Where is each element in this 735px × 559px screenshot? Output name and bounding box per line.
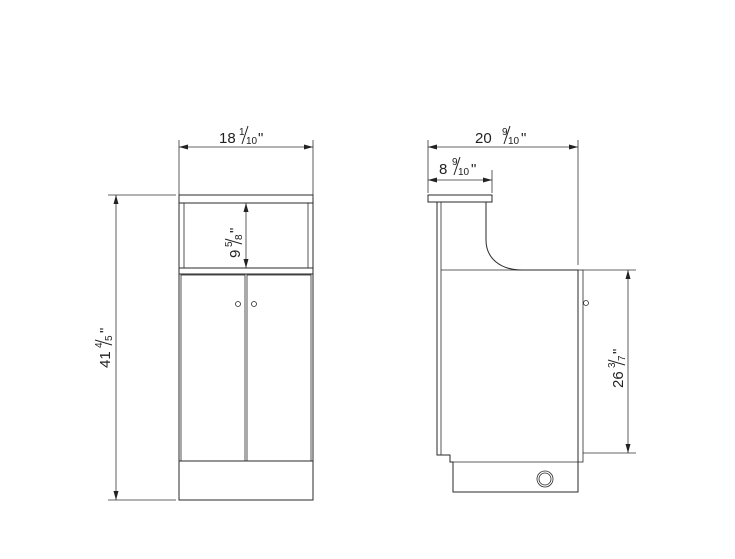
shelf-height-whole: 9 — [227, 250, 244, 258]
side-door-knob — [583, 300, 589, 306]
front-width-num: 1 — [239, 127, 245, 138]
front-top-slab — [178, 194, 314, 204]
total-height-unit: " — [97, 328, 114, 333]
top-depth-unit: " — [471, 161, 476, 178]
counter-height-unit: " — [610, 349, 627, 354]
shelf-height-num: 5 — [224, 241, 235, 247]
shelf-height-dimension: 9 5 8 " — [224, 203, 249, 268]
counter-height-num: 3 — [607, 362, 618, 368]
front-width-den: 10 — [246, 136, 258, 147]
side-depth-whole: 20 — [475, 130, 492, 147]
front-width-dimension: 18 1 10 " — [178, 125, 314, 198]
counter-height-whole: 26 — [610, 371, 627, 388]
total-height-whole: 41 — [97, 351, 114, 368]
total-height-num: 4 — [94, 342, 105, 348]
side-view — [427, 194, 589, 493]
total-height-dimension: 41 4 5 " — [94, 194, 176, 501]
front-width-whole: 18 — [219, 130, 236, 147]
side-profile — [436, 202, 579, 493]
top-depth-whole: 8 — [439, 161, 447, 178]
side-door-edge — [577, 269, 584, 463]
cable-hole-outer — [536, 470, 554, 488]
side-depth-den: 10 — [508, 136, 520, 147]
side-depth-unit: " — [521, 130, 526, 147]
cable-hole-inner — [538, 472, 552, 486]
side-depth-num: 9 — [502, 127, 508, 138]
counter-height-dimension: 26 3 7 " — [583, 269, 636, 454]
right-door-knob — [251, 301, 257, 307]
side-depth-dimension: 20 9 10 " — [427, 125, 579, 265]
left-door-knob — [235, 301, 241, 307]
top-depth-dimension: 8 9 10 " — [428, 156, 493, 193]
shelf-height-unit: " — [227, 228, 244, 233]
counter-height-den: 7 — [617, 355, 628, 361]
front-width-unit: " — [258, 130, 263, 147]
top-depth-den: 10 — [458, 167, 470, 178]
top-depth-num: 9 — [452, 157, 458, 168]
total-height-den: 5 — [104, 335, 115, 341]
shelf-height-den: 8 — [234, 234, 245, 240]
side-top-slab — [427, 194, 493, 203]
